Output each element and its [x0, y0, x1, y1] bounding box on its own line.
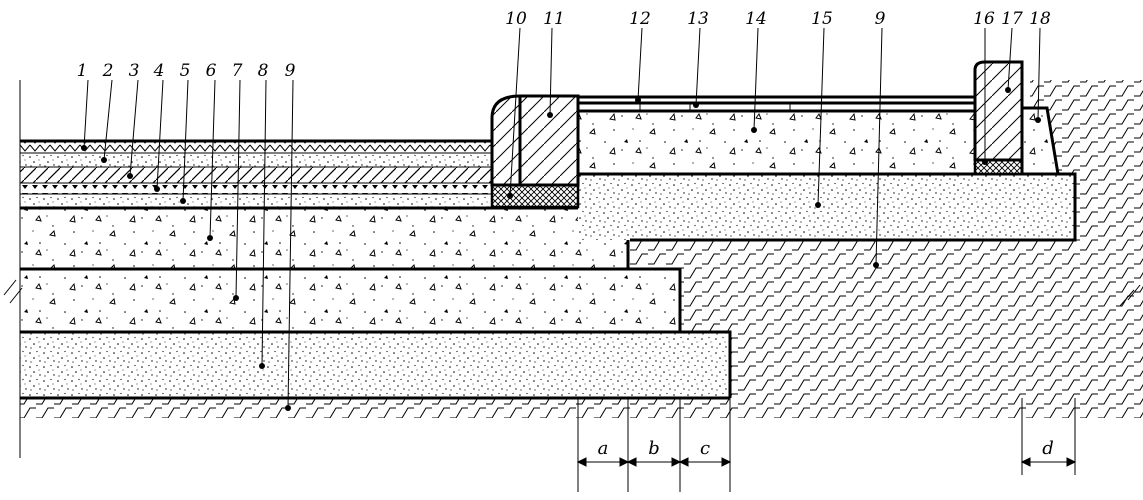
dimension-label-b: b [648, 438, 660, 459]
callout-label-5: 5 [180, 61, 191, 81]
road-base-layers [20, 139, 732, 400]
callout-label-9-left: 9 [285, 61, 296, 81]
callout-label-17: 17 [1001, 9, 1023, 29]
callout-label-3: 3 [129, 61, 140, 81]
callout-label-12: 12 [629, 9, 651, 29]
callout-label-14: 14 [745, 9, 767, 29]
callout-leaders [83, 27, 1041, 409]
callout-label-7: 7 [232, 61, 243, 81]
callout-label-10: 10 [505, 9, 527, 29]
dimension-labels: a b c d [598, 438, 1054, 459]
callout-labels: 1 2 3 4 5 6 7 8 9 10 11 12 13 14 15 9 16… [77, 9, 1051, 81]
road-curb [490, 94, 580, 209]
callout-dots [81, 87, 1041, 411]
callout-label-11: 11 [543, 9, 565, 29]
callout-label-4: 4 [153, 61, 165, 81]
callout-label-9-right: 9 [875, 9, 886, 29]
callout-label-15: 15 [811, 9, 833, 29]
callout-label-6: 6 [206, 61, 217, 81]
dimension-label-d: d [1042, 438, 1054, 459]
callout-label-2: 2 [102, 61, 114, 81]
callout-label-1: 1 [77, 61, 88, 81]
callout-label-8: 8 [258, 61, 269, 81]
edge-curb [973, 60, 1060, 176]
dimension-lines [576, 398, 1077, 492]
dimension-label-a: a [598, 438, 609, 459]
frame-lines [3, 80, 1141, 458]
callout-label-18: 18 [1029, 9, 1051, 29]
sidewalk-layers [576, 95, 1077, 242]
dimension-label-c: c [700, 438, 710, 459]
callout-label-13: 13 [687, 9, 709, 29]
callout-label-16: 16 [973, 9, 995, 29]
